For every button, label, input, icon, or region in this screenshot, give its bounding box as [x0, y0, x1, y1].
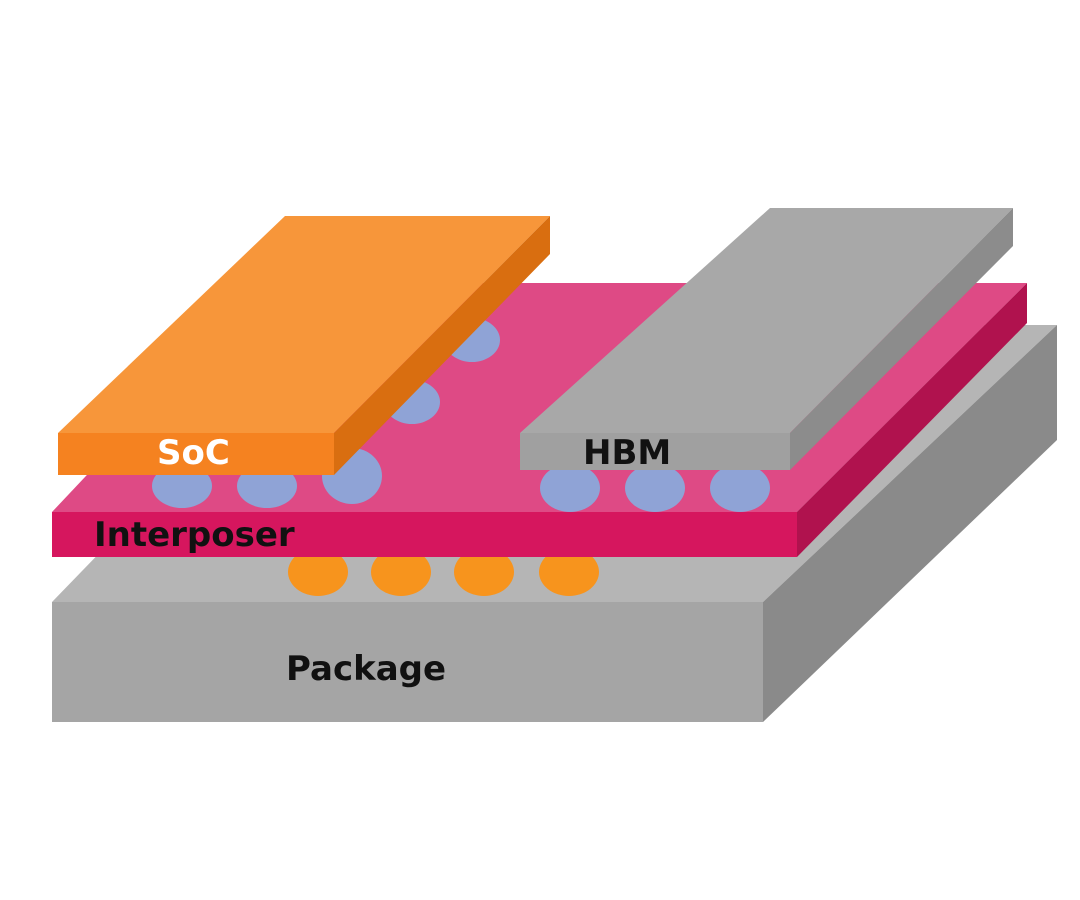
- hbm-label: HBM: [583, 433, 672, 473]
- package-front-face: [52, 602, 763, 722]
- c4-bump: [288, 548, 348, 596]
- hbm-right-face: [790, 208, 1013, 470]
- interposer-right-face: [797, 283, 1027, 557]
- interposer-front-face: [52, 512, 797, 557]
- micro-bump: [540, 464, 600, 512]
- interposer-label: Interposer: [94, 515, 295, 555]
- soc-front-face: [58, 433, 334, 475]
- hbm-top-face: [520, 208, 1013, 433]
- package-label: Package: [286, 649, 447, 689]
- c4-bumps: [288, 548, 599, 596]
- c4-bump: [454, 548, 514, 596]
- c4-bump: [539, 548, 599, 596]
- soc-label: SoC: [157, 433, 230, 473]
- micro-bump: [625, 464, 685, 512]
- hbm-die: [520, 208, 1013, 470]
- soc-die: [58, 216, 550, 475]
- soc-top-face: [58, 216, 550, 433]
- c4-bump: [371, 548, 431, 596]
- micro-bump: [710, 464, 770, 512]
- soc-right-face: [334, 216, 550, 475]
- hbm-front-face: [520, 433, 790, 470]
- package-right-face: [763, 325, 1057, 722]
